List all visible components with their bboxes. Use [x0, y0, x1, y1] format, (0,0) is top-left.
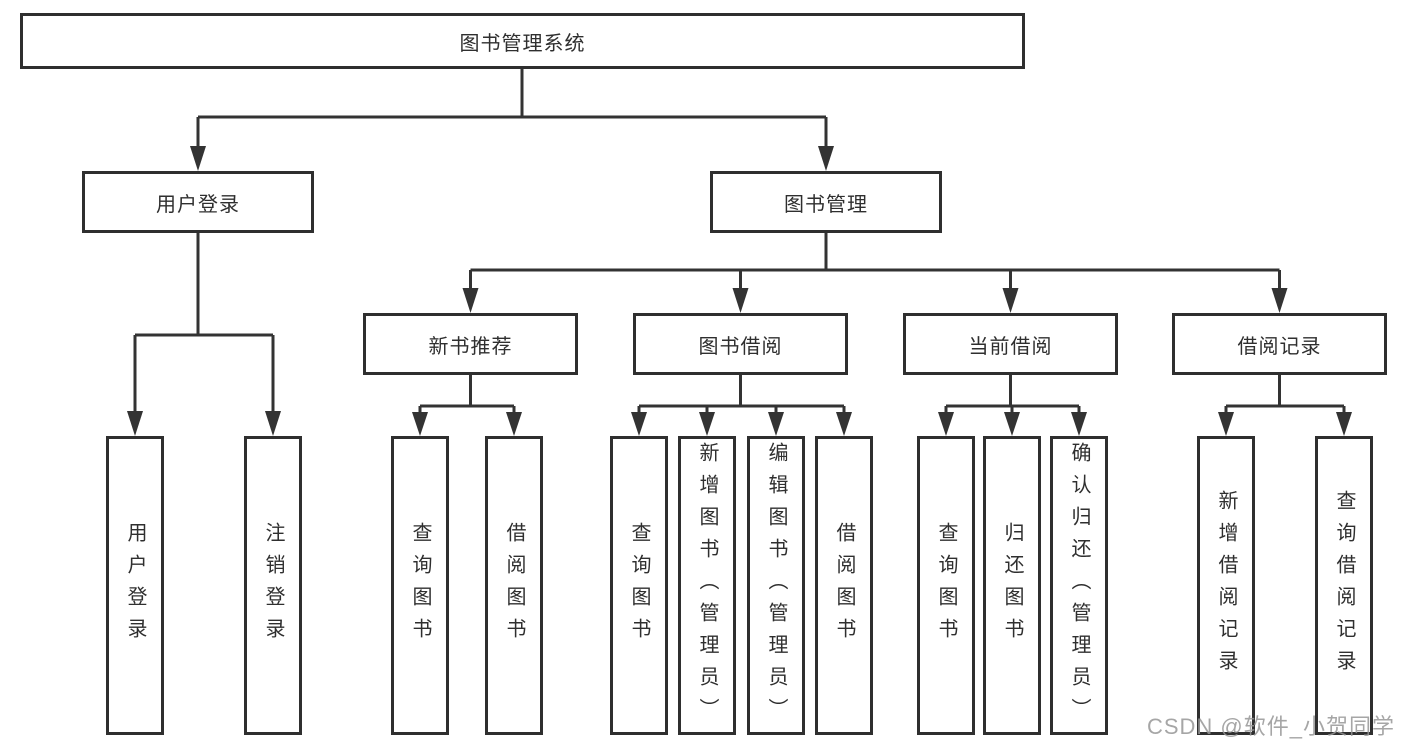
leaf-confirm-return-admin: 确认归还（管理员） — [1050, 436, 1108, 735]
node-book-borrowing: 图书借阅 — [633, 313, 848, 375]
node-label: 借阅图书 — [833, 521, 855, 650]
leaf-add-borrow-record: 新增借阅记录 — [1197, 436, 1255, 735]
node-label: 查询图书 — [409, 521, 431, 650]
leaf-query-books-recommend: 查询图书 — [391, 436, 449, 735]
node-label: 查询借阅记录 — [1333, 489, 1355, 682]
node-current-borrowing: 当前借阅 — [903, 313, 1118, 375]
node-book-management: 图书管理 — [710, 171, 942, 233]
node-user-login: 用户登录 — [82, 171, 314, 233]
leaf-borrow-books: 借阅图书 — [815, 436, 873, 735]
leaf-user-login: 用户登录 — [106, 436, 164, 735]
node-book-management-system: 图书管理系统 — [20, 13, 1025, 69]
leaf-query-borrow-record: 查询借阅记录 — [1315, 436, 1373, 735]
csdn-watermark: CSDN @软件_小贺同学 — [1146, 714, 1395, 739]
node-label: 编辑图书（管理员） — [765, 441, 787, 730]
node-label: 查询图书 — [628, 521, 650, 650]
node-label: 图书借阅 — [698, 335, 783, 358]
node-label: 归还图书 — [1001, 521, 1023, 650]
node-label: 借阅图书 — [503, 521, 525, 650]
leaf-borrow-books-recommend: 借阅图书 — [485, 436, 543, 735]
leaf-edit-books-admin: 编辑图书（管理员） — [747, 436, 805, 735]
node-label: 借阅记录 — [1237, 335, 1322, 358]
node-label: 新书推荐 — [428, 335, 513, 358]
node-label: 图书管理系统 — [459, 32, 586, 55]
leaf-logout: 注销登录 — [244, 436, 302, 735]
node-label: 查询图书 — [935, 521, 957, 650]
node-label: 注销登录 — [262, 521, 284, 650]
node-label: 用户登录 — [156, 193, 240, 216]
leaf-add-books-admin: 新增图书（管理员） — [678, 436, 736, 735]
leaf-query-books-borrow: 查询图书 — [610, 436, 668, 735]
leaf-query-books-current: 查询图书 — [917, 436, 975, 735]
node-label: 图书管理 — [784, 193, 868, 216]
node-label: 当前借阅 — [968, 335, 1053, 358]
node-label: 新增借阅记录 — [1215, 489, 1237, 682]
node-borrowing-records: 借阅记录 — [1172, 313, 1387, 375]
node-new-book-recommendation: 新书推荐 — [363, 313, 578, 375]
leaf-return-books: 归还图书 — [983, 436, 1041, 735]
node-label: 新增图书（管理员） — [696, 441, 718, 730]
node-label: 确认归还（管理员） — [1068, 441, 1090, 730]
node-label: 用户登录 — [124, 521, 146, 650]
